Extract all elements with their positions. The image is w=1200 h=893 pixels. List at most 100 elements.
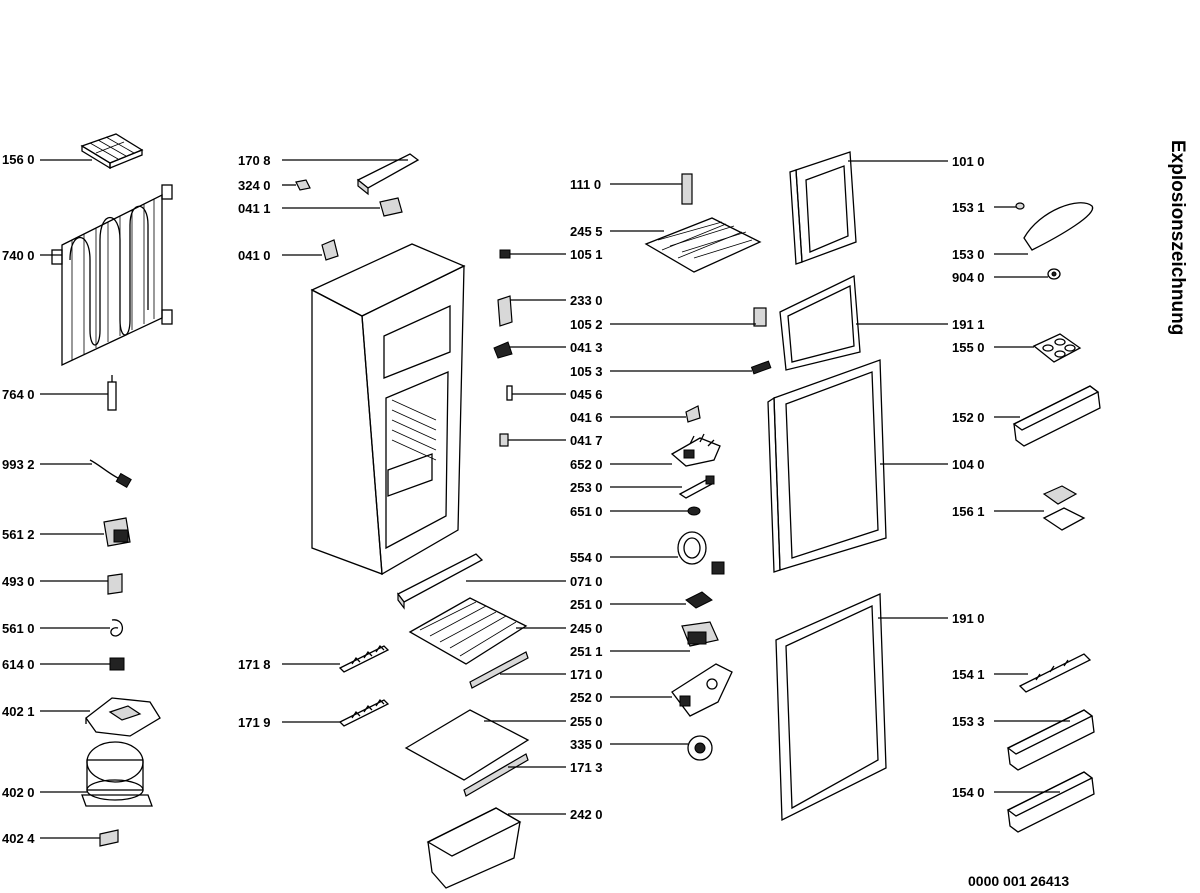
label-152-0: 152 0 [952,410,985,425]
label-764-0: 764 0 [2,387,35,402]
label-041-7: 041 7 [570,433,603,448]
label-154-1: 154 1 [952,667,985,682]
hinge-pin-part [295,179,311,191]
sensor-cable-part [89,459,132,489]
label-561-2: 561 2 [2,527,35,542]
label-245-5: 245 5 [570,224,603,239]
label-104-0: 104 0 [952,457,985,472]
shelf-support-right-part [338,644,390,673]
label-041-6: 041 6 [570,410,603,425]
egg-tray-part [1032,333,1082,363]
label-904-0: 904 0 [952,270,985,285]
label-554-0: 554 0 [570,550,603,565]
label-045-6: 045 6 [570,387,603,402]
shelf-rail-part [469,651,529,689]
evaporator-grid-part [644,217,762,273]
freezer-door-part [789,151,857,265]
wire-shelf-part [408,597,528,665]
label-105-1: 105 1 [570,247,603,262]
hinge-cover-part [753,307,767,327]
label-993-2: 993 2 [2,457,35,472]
label-493-0: 493 0 [2,574,35,589]
label-105-3: 105 3 [570,364,603,379]
label-245-0: 245 0 [570,621,603,636]
label-171-8: 171 8 [238,657,271,672]
label-171-3: 171 3 [570,760,603,775]
washer-part [1047,268,1061,280]
label-170-8: 170 8 [238,153,271,168]
butter-box-part [1042,485,1086,531]
label-252-0: 252 0 [570,690,603,705]
label-561-0: 561 0 [2,621,35,636]
label-153-0: 153 0 [952,247,985,262]
label-154-0: 154 0 [952,785,985,800]
fridge-door-gasket-part [775,593,887,822]
door-stop-part [681,173,693,205]
label-402-1: 402 1 [2,704,35,719]
label-402-4: 402 4 [2,831,35,846]
mounting-clip-part [99,829,119,847]
handle-cap-part [750,360,772,375]
front-profile-part [397,553,484,610]
door-shelf-lower-part [1006,771,1095,833]
hinge-small-part [685,405,701,423]
fridge-door-part [767,359,887,573]
label-171-0: 171 0 [570,667,603,682]
thermostat-knob-part [678,475,715,499]
roller-part [687,735,713,761]
control-box-part [671,663,733,717]
label-255-0: 255 0 [570,714,603,729]
lamp-housing-part [677,531,725,575]
label-101-0: 101 0 [952,154,985,169]
label-233-0: 233 0 [570,293,603,308]
door-shelf-bottle-part [1012,385,1101,447]
diagram-title: Explosionszeichnung [1167,140,1188,336]
screw-part [1015,202,1025,210]
shelf-support-left-part [338,698,390,727]
door-shelf-rail-part [1018,653,1092,693]
label-071-0: 071 0 [570,574,603,589]
glass-shelf-part [404,709,530,781]
glass-shelf-rail-part [463,753,529,797]
condenser-coil-part [51,184,173,367]
lower-hinge-part [497,295,513,327]
hinge-bracket-part [321,239,339,261]
label-651-0: 651 0 [570,504,603,519]
top-hinge-part [379,197,403,217]
label-156-1: 156 1 [952,504,985,519]
label-041-1: 041 1 [238,201,271,216]
label-614-0: 614 0 [2,657,35,672]
label-242-0: 242 0 [570,807,603,822]
label-652-0: 652 0 [570,457,603,472]
relay-cover-part [103,517,131,547]
label-041-3: 041 3 [570,340,603,355]
label-191-1: 191 1 [952,317,985,332]
middle-hinge-part [493,341,513,359]
label-253-0: 253 0 [570,480,603,495]
label-105-2: 105 2 [570,317,603,332]
bulb-holder-part [681,621,719,647]
label-153-3: 153 3 [952,714,985,729]
label-156-0: 156 0 [2,152,35,167]
document-number: 0000 001 26413 [968,873,1070,889]
label-153-1: 153 1 [952,200,985,215]
label-402-0: 402 0 [2,785,35,800]
knob-part [687,506,701,516]
label-191-0: 191 0 [952,611,985,626]
door-shelf-upper-part [1006,709,1095,771]
lamp-cover-part [685,591,713,609]
label-155-0: 155 0 [952,340,985,355]
label-111-0: 111 0 [570,177,601,192]
clip-part [107,573,123,595]
compressor-part [81,741,153,807]
compressor-bracket-part [85,697,161,737]
pin-part [506,385,513,401]
label-251-1: 251 1 [570,644,603,659]
spring-clip-part [110,619,123,637]
label-171-9: 171 9 [238,715,271,730]
hinge-cap-part [499,249,511,259]
label-041-0: 041 0 [238,248,271,263]
ice-tray-part [80,133,144,170]
